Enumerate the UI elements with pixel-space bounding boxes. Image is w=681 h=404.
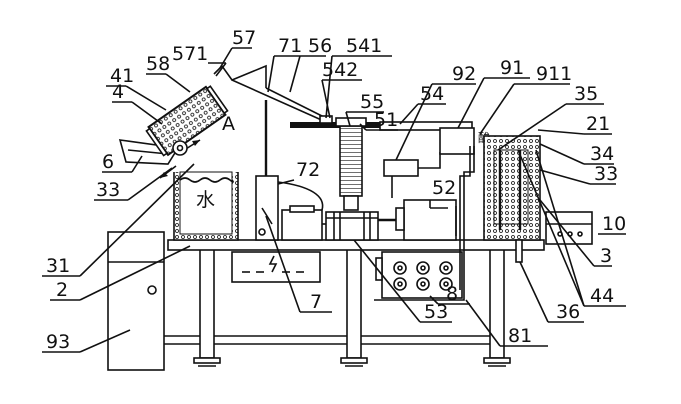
label-911: 911 [536,63,572,85]
label-541: 541 [346,35,382,57]
label-93: 93 [46,331,70,353]
label-33b: 33 [594,163,618,185]
label-34: 34 [590,143,614,165]
pipe-72 [277,181,324,211]
label-31: 31 [46,255,70,277]
label-54: 54 [420,83,444,105]
electrical-box [231,251,321,283]
label-71: 71 [278,35,302,57]
leader-lines [42,47,626,353]
drive-wheel-A [172,140,188,156]
label-35: 35 [574,83,598,105]
water-surface [179,177,234,183]
box-7 [255,175,279,241]
table-legs [193,245,511,367]
label-56: 56 [308,35,332,57]
box-91 [439,127,475,155]
label-7: 7 [310,291,322,313]
label-10: 10 [602,213,626,235]
label-55: 55 [360,91,384,113]
label-8: 8 [446,283,458,305]
label-72: 72 [296,159,320,181]
heater-box [281,209,323,241]
label-water: 水 [196,189,215,211]
label-4: 4 [112,81,124,103]
label-36: 36 [556,301,580,323]
side-switch [375,257,383,281]
pipe-92-up [418,152,441,169]
label-92: 92 [452,63,476,85]
plate-right-bar [379,121,473,131]
label-542: 542 [322,59,358,81]
label-6: 6 [102,151,114,173]
screw-shaft-55 [339,125,363,197]
label-52: 52 [432,177,456,199]
label-3: 3 [600,245,612,267]
cabinet-93-knob [147,285,157,295]
label-91: 91 [500,57,524,79]
label-41: 41 [110,65,134,87]
water-tank-inner [179,171,233,235]
bottom-frame [164,335,490,345]
part-labels: 571 57 71 56 541 542 55 51 54 92 91 911 … [46,27,626,353]
label-44: 44 [590,285,614,307]
control-panel-sockets [393,261,453,291]
stirrer-blades [326,212,378,240]
box-92 [383,159,419,177]
label-21: 21 [586,113,610,135]
shaft-lower [343,195,359,211]
label-2: 2 [56,279,68,301]
label-53: 53 [424,301,448,323]
label-571: 571 [172,43,208,65]
drum-41 [145,85,229,157]
label-51: 51 [374,109,398,131]
label-33a: 33 [96,179,120,201]
label-58: 58 [146,53,170,75]
shaft-collar-51 [335,117,367,127]
lightning-symbol [268,255,278,273]
label-81: 81 [508,325,532,347]
arm-56 [231,79,327,123]
label-57: 57 [232,27,256,49]
valve-36 [515,239,523,263]
cabinet-93 [107,231,165,371]
label-A: A [222,113,235,135]
